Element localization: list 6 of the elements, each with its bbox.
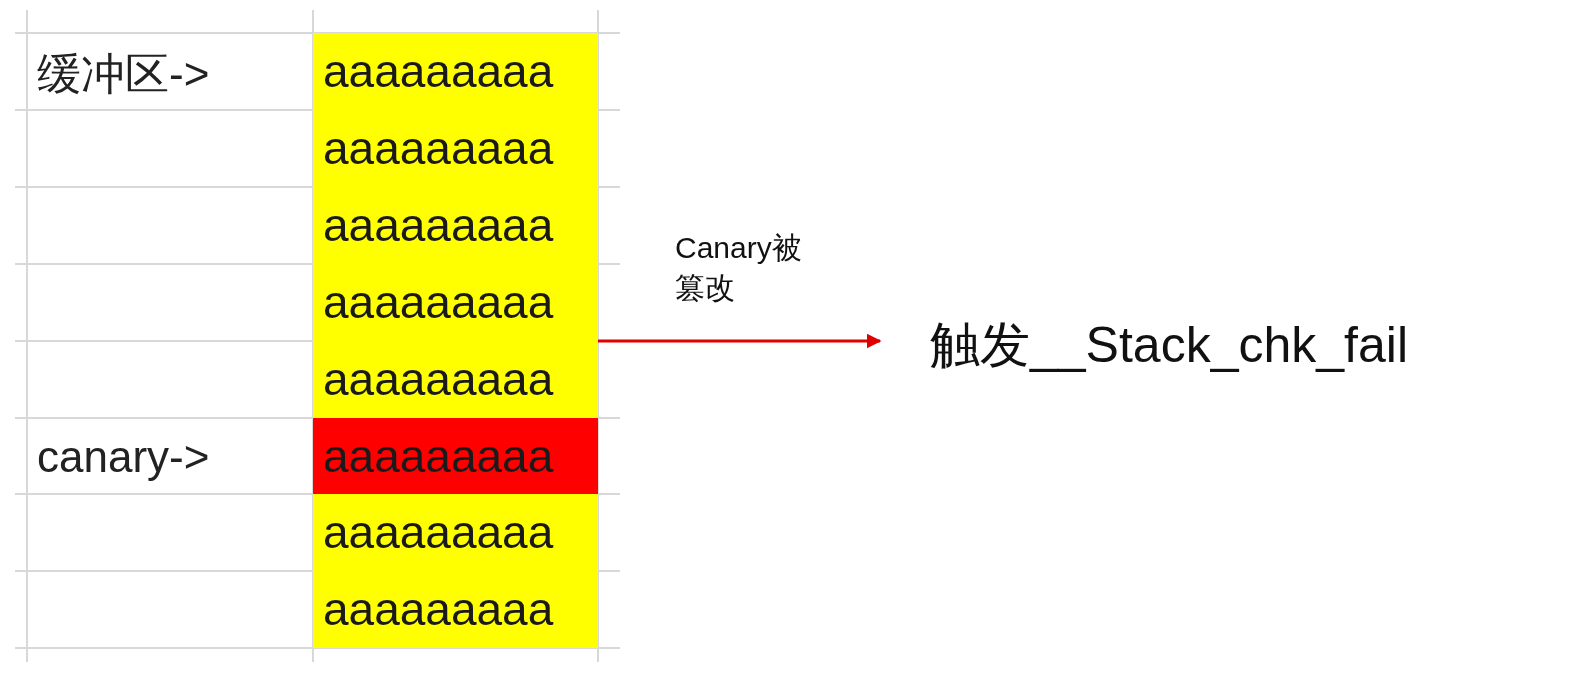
row-label: canary-> <box>37 432 210 482</box>
result-text: 触发__Stack_chk_fail <box>930 305 1408 385</box>
row-label: 缓冲区-> <box>37 48 210 100</box>
stack-cell: aaaaaaaaa <box>313 418 598 494</box>
arrow <box>598 333 882 349</box>
edge-label: Canary被篡改 <box>675 230 803 306</box>
